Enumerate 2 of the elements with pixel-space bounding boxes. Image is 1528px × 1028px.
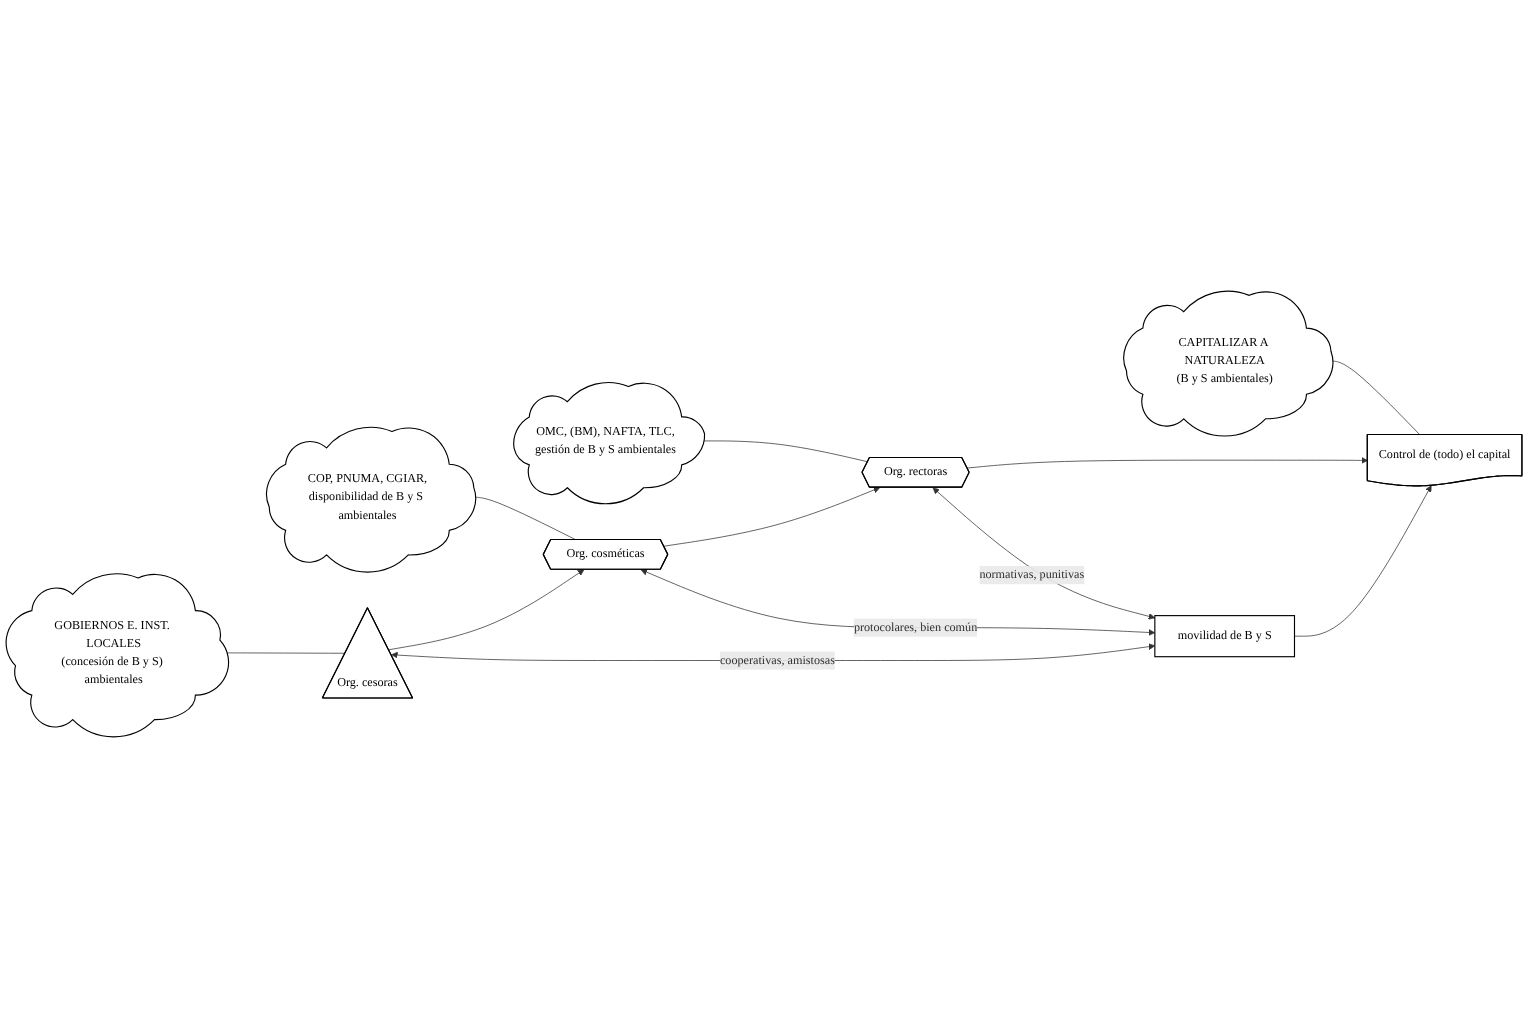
connector (224, 652, 346, 654)
connector (700, 440, 869, 463)
